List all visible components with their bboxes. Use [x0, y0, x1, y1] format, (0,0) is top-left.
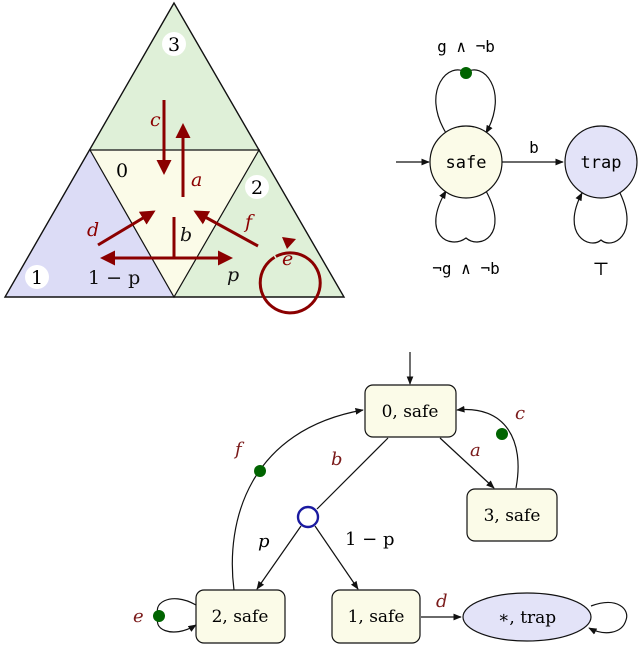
trap-loop — [573, 192, 628, 244]
label-c: c — [150, 109, 161, 131]
trap-loop-label: ⊤ — [593, 259, 610, 280]
region-1-label: 1 — [31, 267, 43, 289]
state-0-safe-label: 0, safe — [382, 402, 439, 422]
state-2-safe-label: 2, safe — [212, 607, 269, 627]
edge-one-minus-p-label: 1 − p — [345, 529, 395, 550]
arrow-f — [193, 210, 259, 248]
label-one-minus-p: 1 − p — [88, 267, 140, 289]
edge-c-label: c — [515, 403, 525, 424]
arrow-d — [97, 210, 156, 247]
edge-a — [439, 437, 495, 489]
region-0-label: 0 — [116, 160, 128, 182]
state-2-safe — [195, 589, 286, 644]
edge-b — [316, 437, 389, 510]
label-p: p — [227, 264, 239, 286]
edge-e-label: e — [133, 606, 144, 627]
state-3-safe — [466, 488, 558, 542]
region-2-badge — [245, 175, 269, 199]
label-b: b — [180, 224, 192, 246]
random-node — [296, 505, 320, 529]
region-3-label: 3 — [168, 34, 180, 56]
region-2-label: 2 — [251, 177, 263, 199]
edge-one-minus-p — [314, 525, 359, 590]
label-f: f — [243, 211, 255, 233]
arrow-e-head — [282, 237, 296, 249]
edge-c — [456, 405, 519, 489]
state-safe-label: safe — [446, 153, 487, 173]
edge-e-dot — [153, 610, 165, 622]
edge-d-label: d — [436, 591, 448, 612]
state-trap-product — [462, 592, 592, 642]
state-1-safe-label: 1, safe — [348, 607, 405, 627]
edge-f-dot — [254, 465, 266, 477]
trap-self-loop — [588, 601, 628, 635]
grid-world-triangle: 3 1 2 0 c a d f b e p 1 − p — [3, 1, 346, 315]
region-1-fill — [5, 150, 174, 297]
region-3-fill — [90, 3, 259, 150]
product-mdp: a c b p 1 − p f e d 0, safe 3, sa — [133, 352, 628, 644]
safe-loop-top-label: g ∧ ¬b — [437, 37, 495, 56]
region-1-badge — [25, 265, 49, 289]
monitor-automaton: g ∧ ¬b ¬g ∧ ¬b safe b trap ⊤ — [396, 37, 638, 280]
region-3-badge — [162, 32, 186, 56]
arrow-e-loop — [258, 251, 322, 315]
state-1-safe — [331, 589, 421, 644]
safe-loop-bottom-label: ¬g ∧ ¬b — [432, 259, 499, 278]
safe-loop-bottom — [435, 190, 496, 243]
edge-safe-trap-label: b — [529, 138, 539, 157]
edge-p — [256, 525, 302, 590]
safe-loop-top — [435, 69, 496, 134]
state-trap-label: trap — [581, 153, 622, 173]
edge-f-label: f — [233, 439, 245, 460]
region-2-fill — [174, 150, 344, 297]
state-3-safe-label: 3, safe — [484, 506, 541, 526]
edge-b-label: b — [331, 449, 343, 470]
edge-p-label: p — [258, 531, 270, 552]
state-trap — [564, 125, 638, 199]
safe-loop-top-dot — [460, 67, 472, 79]
label-a: a — [191, 169, 202, 191]
edge-a-label: a — [470, 440, 481, 461]
edge-f — [231, 408, 364, 591]
label-d: d — [87, 219, 99, 241]
state-0-safe — [364, 384, 457, 438]
state-trap-product-label: ∗, trap — [498, 608, 556, 628]
edge-c-dot — [496, 428, 508, 440]
label-e: e — [282, 248, 293, 270]
